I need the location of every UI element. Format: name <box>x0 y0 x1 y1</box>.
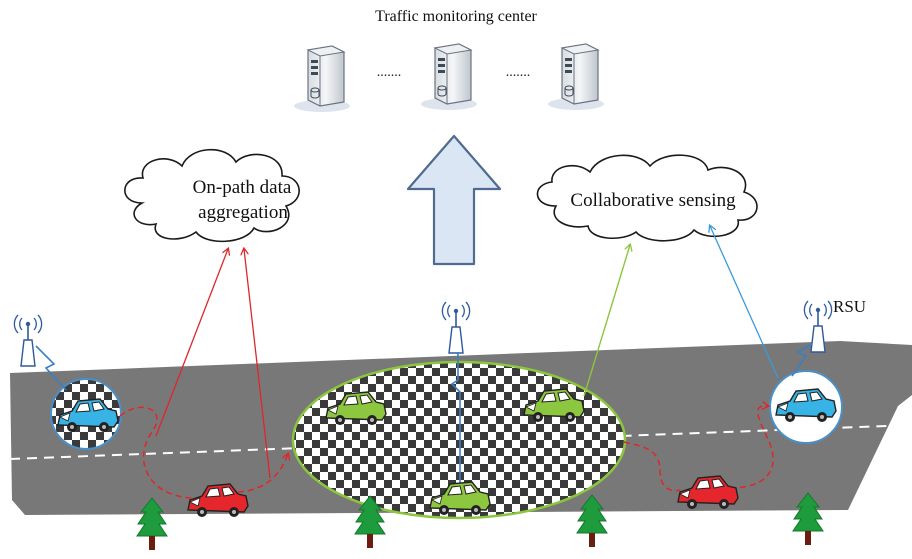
red-link <box>244 249 271 479</box>
red-link <box>155 249 228 437</box>
rsu-antenna-icon <box>441 301 471 354</box>
cloud-left-line2: aggregation <box>198 202 288 223</box>
rsu-antenna-icon <box>13 314 43 367</box>
cloud-left-line1: On-path data <box>193 177 292 198</box>
cloud-right-line1: Collaborative sensing <box>570 190 736 211</box>
server-icon <box>547 43 605 111</box>
green-link <box>583 245 630 397</box>
uplink-arrow <box>406 134 502 266</box>
red-dashed-paths <box>119 406 774 499</box>
wireless-link <box>35 345 67 391</box>
cloud-on-path-aggregation: On-path data aggregation <box>124 148 300 243</box>
server-gap-dots: ....... <box>377 65 402 80</box>
title: Traffic monitoring center <box>375 8 537 25</box>
blue-link <box>710 226 779 379</box>
wireless-link <box>450 352 461 488</box>
server-icon <box>293 45 351 113</box>
rsu-label: RSU <box>833 297 866 316</box>
server-icon <box>420 43 478 111</box>
wireless-link <box>791 343 813 377</box>
cloud-collaborative-sensing: Collaborative sensing <box>536 154 758 242</box>
server-gap-dots: ....... <box>506 65 531 80</box>
